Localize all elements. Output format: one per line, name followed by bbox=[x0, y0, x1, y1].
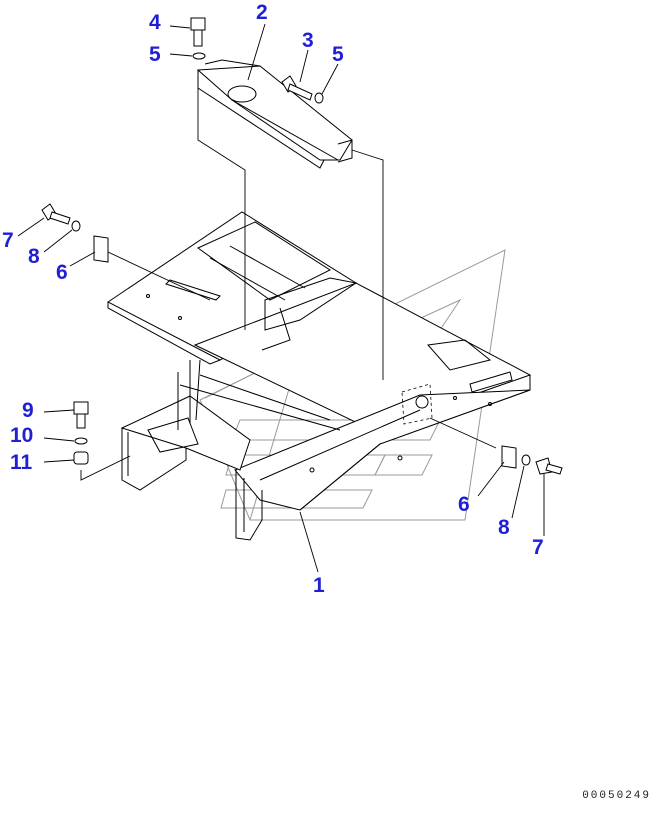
leader-lines bbox=[17, 23, 545, 573]
assembly-lines bbox=[80, 88, 497, 481]
callout-10: 10 bbox=[10, 424, 34, 447]
figure-number: 00050249 bbox=[582, 790, 651, 802]
fasteners bbox=[41, 17, 563, 475]
callout-7-right: 7 bbox=[532, 536, 544, 559]
upper-crossmember bbox=[196, 59, 353, 169]
callout-11: 11 bbox=[10, 451, 33, 474]
callout-3: 3 bbox=[302, 29, 314, 52]
callout-8-right: 8 bbox=[498, 516, 510, 539]
callout-9: 9 bbox=[22, 399, 34, 422]
callout-5-right: 5 bbox=[332, 43, 344, 66]
callout-7-left: 7 bbox=[2, 229, 14, 252]
callout-6-left: 6 bbox=[56, 261, 68, 284]
callout-5-top: 5 bbox=[149, 43, 161, 66]
lower-frame bbox=[107, 211, 532, 541]
callout-4: 4 bbox=[149, 11, 161, 34]
callout-1: 1 bbox=[313, 574, 325, 597]
callout-2: 2 bbox=[256, 1, 268, 24]
callout-6-right: 6 bbox=[458, 493, 470, 516]
callout-8-left: 8 bbox=[28, 245, 40, 268]
